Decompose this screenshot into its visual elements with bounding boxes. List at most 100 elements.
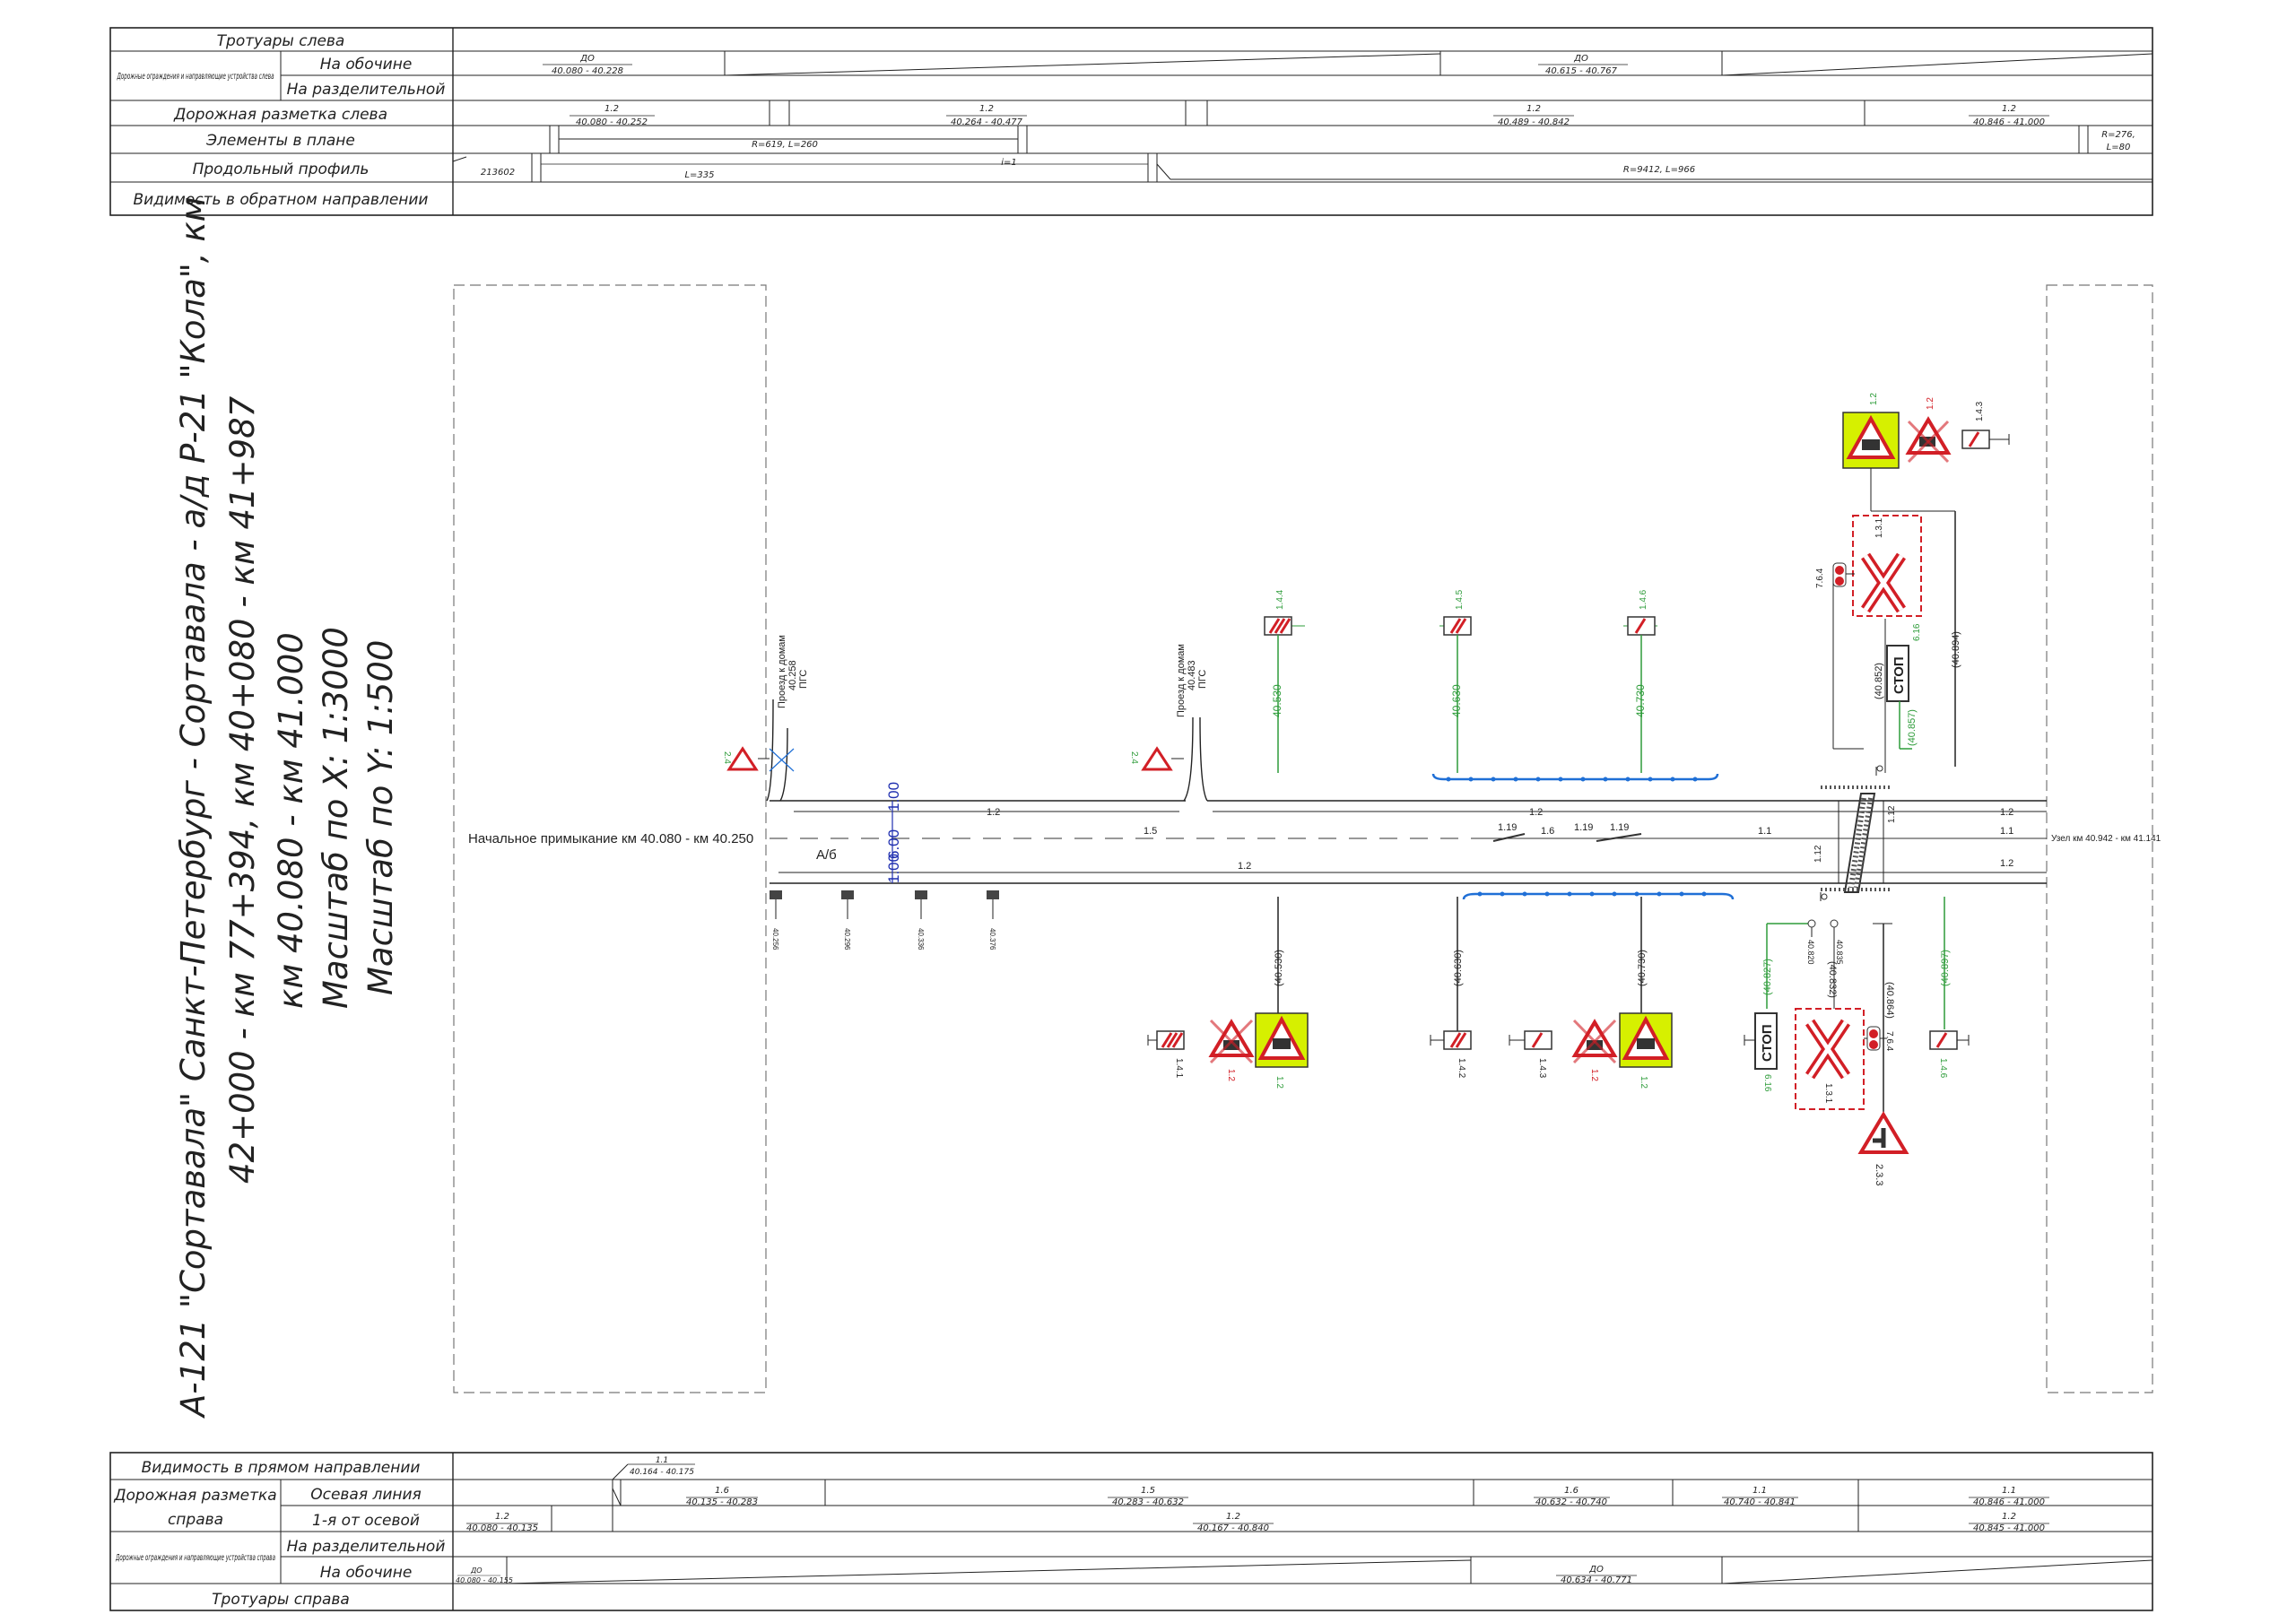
- sign-code-1-4-5: 1.4.5: [1455, 589, 1465, 610]
- first1-range: 40.080 - 40.135: [466, 1523, 538, 1533]
- axis5-code: 1.1: [2002, 1486, 2016, 1496]
- stop-label-top: СТОП: [1892, 656, 1907, 694]
- railway-warning-sign-lower-2: 1.2: [1619, 1012, 1673, 1089]
- mark-1-19-c: 1.19: [1610, 822, 1629, 833]
- row-shoulder: На обочине: [320, 56, 413, 74]
- surface-label: А/б: [816, 847, 837, 863]
- km-post-2: 40.296: [841, 890, 854, 950]
- sign-code-1-2-lower2-red: 1.2: [1589, 1069, 1599, 1081]
- yield-sign-code-b: 2.4: [1129, 751, 1139, 764]
- first2-range: 40.167 - 40.840: [1197, 1523, 1269, 1533]
- chevron-sign-1-4-4: 1.4.4 40.530: [1264, 589, 1305, 773]
- mark-1-19-a: 1.19: [1498, 822, 1517, 833]
- mark3-range: 40.489 - 40.842: [1498, 117, 1570, 127]
- axis1-range: 40.135 - 40.283: [686, 1497, 758, 1507]
- row-visibility-back: Видимость в обратном направлении: [134, 191, 429, 209]
- mark-1-2-e: 1.2: [2000, 858, 2013, 869]
- vis-code: 1.1: [656, 1456, 668, 1465]
- row-median-right: На разделительной: [287, 1538, 446, 1556]
- first2-code: 1.2: [1226, 1512, 1240, 1522]
- row-marking-right-a: Дорожная разметка: [113, 1487, 276, 1505]
- st-andrews-cross-lower: 1.3.1: [1795, 1008, 1865, 1110]
- sign-code-7-6-4-top: 7.6.4: [1815, 568, 1825, 588]
- plan-curve2a: R=276,: [2101, 130, 2135, 140]
- km-40-852: (40.852): [1874, 663, 1884, 699]
- title-line5: Масштаб по Y: 1:500: [361, 640, 400, 995]
- sign-code-1-4-1: 1.4.1: [1174, 1058, 1184, 1079]
- railway-warning-sign-crossed-lower-2: 1.2: [1571, 1019, 1618, 1081]
- sign-code-1-2-lower1: 1.2: [1274, 1076, 1284, 1089]
- profile-seg1: L=335: [684, 170, 714, 180]
- row-shoulder-right: На обочине: [320, 1564, 413, 1582]
- st-andrews-cross-top: 1.3.1: [1852, 515, 1922, 617]
- row-first-from-axis: 1-я от осевой: [312, 1512, 420, 1530]
- row-visibility-fwd: Видимость в прямом направлении: [142, 1459, 421, 1477]
- axis1-code: 1.6: [715, 1486, 729, 1496]
- yield-sign-code-a: 2.4: [722, 751, 732, 764]
- mark4-range: 40.846 - 41.000: [1973, 117, 2045, 127]
- mark-1-1-a: 1.1: [1758, 826, 1771, 837]
- axis4-code: 1.1: [1752, 1486, 1767, 1496]
- mark-1-2-a: 1.2: [987, 807, 1000, 818]
- start-junction-frame: [453, 284, 767, 1393]
- mark-1-2-d: 1.2: [2000, 807, 2013, 818]
- shoulder-seg2-range: 40.615 - 40.767: [1545, 66, 1618, 76]
- vis-range: 40.164 - 40.175: [630, 1468, 694, 1477]
- access1-surface: ПГС: [798, 670, 809, 689]
- km-40-832: (40.832): [1827, 961, 1838, 998]
- mark-1-2-b: 1.2: [1238, 861, 1251, 872]
- km-post-1-label: 40.256: [771, 928, 779, 950]
- km-post-4: 40.376: [987, 890, 999, 950]
- km-1-4-4: 40.530: [1271, 684, 1283, 717]
- railway-warning-sign-lower-1: 1.2: [1255, 1012, 1309, 1089]
- axis2-range: 40.283 - 40.632: [1112, 1497, 1184, 1507]
- sign-code-1-2-lower1-red: 1.2: [1226, 1069, 1236, 1081]
- row-marking-left: Дорожная разметка слева: [173, 106, 387, 124]
- mark-1-6: 1.6: [1541, 826, 1554, 837]
- top-table: Тротуары слева Дорожные ограждения и нап…: [109, 27, 2153, 216]
- yield-sign-2-4-a: 2.4: [722, 746, 770, 771]
- row-plan-elements: Элементы в плане: [205, 132, 355, 150]
- first3-range: 40.845 - 41.000: [1973, 1523, 2045, 1533]
- plan-curve2b: L=80: [2107, 143, 2131, 152]
- end-junction-label: Узел км 40.942 - км 41.141: [2051, 834, 2161, 844]
- chevron-sign-1-4-5: 1.4.5 40.630: [1439, 589, 1472, 773]
- chevron-sign-1-4-1: 1.4.1: [1147, 1030, 1185, 1079]
- row-axis-line: Осевая линия: [310, 1486, 422, 1504]
- mark1-code: 1.2: [604, 104, 619, 114]
- chevron-sign-1-4-6-upper: 1.4.6 40.730: [1623, 589, 1657, 773]
- km-40-864: (40.864): [1884, 982, 1895, 1019]
- sign-code-7-6-4-lower: 7.6.4: [1884, 1031, 1894, 1052]
- lane-width-3: 1.00: [885, 854, 902, 883]
- mark-1-2-c: 1.2: [1529, 807, 1543, 818]
- sign-code-1-4-3-top: 1.4.3: [1975, 401, 1985, 421]
- access2-label: Проезд к домам: [1176, 644, 1187, 717]
- mark2-range: 40.264 - 40.477: [951, 117, 1023, 127]
- sign-code-1-2-top: 1.2: [1869, 393, 1879, 405]
- plan-area: 1.00 6.00 1.00 Начальное примыкание км 4…: [453, 284, 2161, 1393]
- km-40-897: (40.897): [1940, 950, 1951, 986]
- post-40-835: 40.835: [1830, 919, 1844, 1009]
- mark4-code: 1.2: [2002, 104, 2016, 114]
- chevron-sign-1-4-3-top: 1.4.3: [1961, 401, 2010, 449]
- km-40-630-lower: (40.630): [1453, 950, 1464, 986]
- mark-1-1-b: 1.1: [2000, 826, 2013, 837]
- yield-sign-2-4-b: 2.4: [1129, 746, 1184, 771]
- km-40-835: 40.835: [1835, 940, 1844, 965]
- access1-label: Проезд к домам: [777, 635, 787, 708]
- shoulder-seg2-code: ДО: [1573, 54, 1588, 64]
- km-post-4-label: 40.376: [988, 928, 996, 950]
- mark-1-19-b: 1.19: [1574, 822, 1593, 833]
- sign-code-1-4-2: 1.4.2: [1457, 1058, 1466, 1079]
- access1-km: 40.258: [787, 660, 798, 690]
- km-post-3: 40.336: [915, 890, 927, 950]
- title-line2: 42+000 - км 77+394, км 40+080 - км 41+98…: [223, 395, 262, 1184]
- sign-code-1-3-1-top: 1.3.1: [1874, 517, 1884, 538]
- chevron-sign-1-4-3-lower: 1.4.3: [1509, 1030, 1552, 1079]
- axis2-code: 1.5: [1141, 1486, 1155, 1496]
- chevron-sign-1-4-2: 1.4.2: [1430, 1030, 1472, 1079]
- km-1-4-6-upper: 40.730: [1634, 684, 1647, 717]
- row-median: На разделительной: [287, 81, 446, 99]
- row-barrier-right: Дорожные ограждения и направляющие устро…: [115, 1553, 275, 1563]
